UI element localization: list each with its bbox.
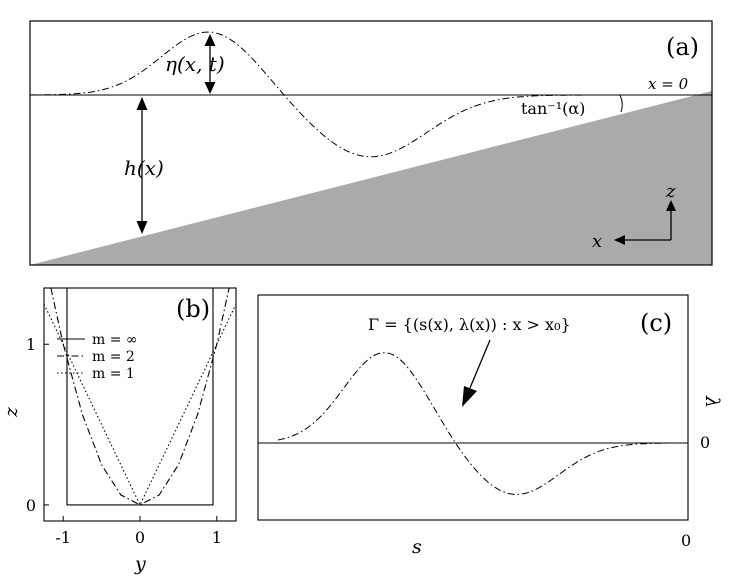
series-line-0 [66,288,214,506]
panel-a: η(x, t) h(x) (a) x = 0 tan⁻¹(α) z x [29,20,713,266]
panel-c: (c) Γ = {(s(x), λ(x)) : x > x₀} s λ 0 0 [257,294,723,558]
h-label: h(x) [124,156,164,180]
panel-c-label: (c) [640,309,672,337]
panel-b-ylabel: z [1,407,22,418]
x-axis-arrow-head [614,235,625,245]
gamma-arrow-shaft [469,339,491,389]
panel-c-curve [277,352,668,495]
z-axis-arrow-head [666,200,676,211]
slope-angle-arc [619,94,623,113]
panel-c-frame [257,294,689,521]
panel-b-legend: m = ∞m = 2m = 1 [57,332,138,382]
series-line-2 [44,303,236,507]
legend-label-2: m = 1 [92,366,135,382]
panel-c-xlabel: s [412,536,422,558]
panel-c-ytick-zero: 0 [700,433,710,452]
eta-label: η(x, t) [165,52,225,76]
panel-a-frame [29,20,713,266]
panel-b: -1 0 1 0 1 (b) m = ∞m = 2m = 1 y z [1,287,237,575]
sloping-bed [30,91,712,265]
h-arrow-head-up [136,97,148,110]
panel-a-label: (a) [666,33,699,61]
gamma-arrow-head [462,386,477,407]
legend-label-0: m = ∞ [92,332,138,348]
panel-b-label: (b) [176,295,210,323]
panel-b-plot-area [44,288,236,507]
eta-arrow-head-up [204,34,216,46]
slope-angle-label: tan⁻¹(α) [521,99,585,118]
x-tick-label-1: 0 [135,528,145,547]
panel-b-ticks: -1 0 1 0 1 [26,335,222,547]
panel-c-ylabel: λ [701,395,723,408]
z-axis-label: z [665,181,676,202]
panel-b-xlabel: y [134,553,146,575]
eta-arrow-head-down [204,82,216,94]
wave-profile [30,31,711,158]
gamma-annotation: Γ = {(s(x), λ(x)) : x > x₀} [368,315,571,334]
x-axis-label: x [592,231,602,252]
x-tick-label-0: -1 [55,528,71,547]
panel-c-xtick-zero: 0 [681,531,691,550]
y-tick-label-0: 0 [26,496,36,515]
h-arrow-head-down [136,221,148,234]
x-tick-label-2: 1 [212,528,222,547]
y-tick-label-1: 1 [26,335,36,354]
x-origin-label: x = 0 [648,75,689,93]
series-line-1 [50,288,230,506]
legend-label-1: m = 2 [92,349,135,365]
